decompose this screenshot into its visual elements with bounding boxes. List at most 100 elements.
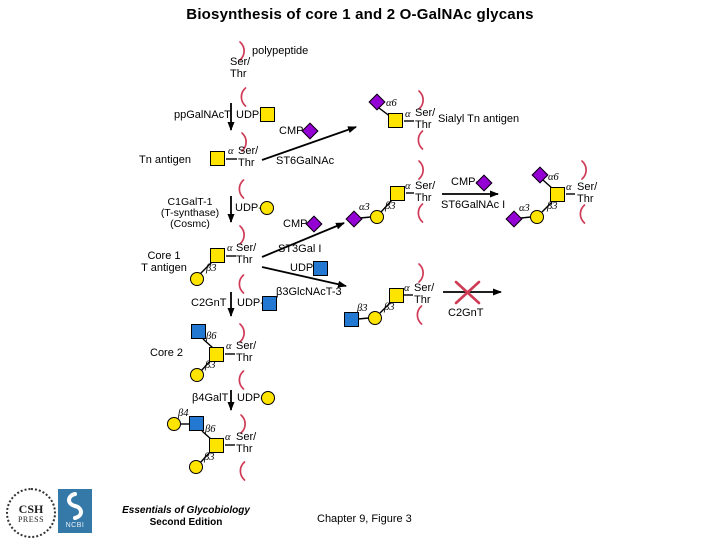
thr-line: Thr (236, 351, 253, 364)
core1-line2: T antigen (141, 261, 187, 274)
enzyme-st3gal-i-label: ST3Gal I (278, 243, 322, 255)
linkage-beta6-label: β6 (205, 424, 216, 435)
linkage-beta3-label: β3 (357, 303, 368, 314)
blocked-x-icon (454, 280, 481, 305)
gal-icon (190, 368, 204, 382)
ser-line: Ser/ (230, 56, 251, 68)
udp-label: UDP- (290, 262, 317, 274)
ser-thr-label: Ser/ Thr (415, 107, 436, 131)
gal-icon (260, 201, 274, 215)
c1galt1-line3: (Cosmc) (170, 218, 210, 230)
galnac-icon (209, 438, 224, 453)
ser-line: Ser/ (577, 181, 598, 193)
ser-line: Ser/ (238, 145, 259, 157)
enzyme-st6galnac-i-label: ST6GalNAc I (441, 199, 506, 211)
cmp-label: CMP- (283, 218, 312, 230)
book-title: Essentials of Glycobiology (122, 505, 250, 516)
ser-line: Ser/ (415, 180, 436, 192)
glcnac-icon (344, 312, 359, 327)
linkage-beta3-label: β3 (384, 302, 395, 313)
galnac-icon (389, 288, 404, 303)
ser-line: Ser/ (236, 340, 257, 352)
enzyme-c1galt1-label: C1GalT-1 (T-synthase) (Cosmc) (156, 197, 224, 230)
thr-line: Thr (415, 118, 432, 131)
figure-caption: Chapter 9, Figure 3 (317, 513, 412, 525)
glcnac-icon (189, 416, 204, 431)
blocked-x-icon (454, 280, 481, 305)
neu5ac-icon (345, 210, 363, 228)
ser-thr-label: Ser/ Thr (577, 181, 598, 205)
core1-t-antigen-label: Core 1 T antigen (140, 250, 188, 274)
ncbi-logo: NCBI (58, 489, 92, 533)
csh-press-text: PRESS (17, 514, 45, 524)
udp-label: UDP- (237, 392, 264, 404)
gal-icon (261, 391, 275, 405)
linkage-alpha-label: α (228, 146, 234, 157)
glcnac-icon (262, 296, 277, 311)
gal-icon (190, 272, 204, 286)
enzyme-c2gnt-blocked-label: C2GnT (448, 307, 484, 319)
ser-line: Ser/ (236, 242, 257, 254)
cmp-label: CMP- (451, 176, 480, 188)
linkage-beta3-label: β3 (547, 201, 558, 212)
sialyl-tn-antigen-label: Sialyl Tn antigen (438, 113, 520, 125)
page-title: Biosynthesis of core 1 and 2 O-GalNAc gl… (186, 6, 534, 23)
galnac-icon (260, 107, 275, 122)
enzyme-c2gnt-label: C2GnT (191, 297, 227, 309)
ser-thr-label: Ser/ Thr (236, 242, 257, 266)
thr-line: Thr (415, 191, 432, 204)
thr-line: Thr (236, 253, 253, 266)
linkage-beta3-label: β3 (206, 263, 217, 274)
ser-line: Ser/ (414, 282, 435, 294)
linkage-alpha6-label: α6 (386, 98, 397, 109)
linkage-alpha-label: α (566, 182, 572, 193)
galnac-icon (210, 248, 225, 263)
ser-line: Ser/ (415, 107, 436, 119)
polypeptide-label: polypeptide (252, 45, 309, 57)
polypeptide-squiggle-icon (239, 461, 246, 481)
ser-thr-label: Ser/ Thr (414, 282, 435, 306)
linkage-beta3-label: β3 (205, 360, 216, 371)
udp-label: UDP- (237, 297, 264, 309)
csh-logo-text: CSH (18, 501, 44, 516)
thr-line: Thr (236, 442, 253, 455)
c1galt1-line2: (T-synthase) (160, 207, 220, 219)
book-title-block: Essentials of Glycobiology Second Editio… (116, 505, 256, 528)
gal-icon (370, 210, 384, 224)
glcnac-icon (313, 261, 328, 276)
linkage-beta4-label: β4 (178, 408, 189, 419)
ser-line: Ser/ (236, 431, 257, 443)
udp-label: UDP- (236, 109, 263, 121)
galnac-icon (210, 151, 225, 166)
enzyme-b4galt-label: β4GalT (192, 392, 229, 404)
neu5ac-icon (368, 93, 386, 111)
galnac-icon (390, 186, 405, 201)
polypeptide-squiggle-icon (418, 160, 424, 180)
linkage-alpha3-label: α3 (519, 203, 530, 214)
book-edition: Second Edition (149, 516, 223, 528)
polypeptide-squiggle-icon (416, 305, 423, 325)
linkage-beta3-label: β3 (204, 452, 215, 463)
ser-thr-label: Ser/ Thr (415, 180, 436, 204)
cmp-label: CMP- (279, 125, 308, 137)
ncbi-logo-text: NCBI (65, 522, 85, 529)
glcnac-icon (191, 324, 206, 339)
gal-icon (368, 311, 382, 325)
linkage-alpha6-label: α6 (548, 172, 559, 183)
ser-thr-label: Ser/ Thr (238, 145, 259, 169)
enzyme-ppgalnact-label: ppGalNAcT (174, 109, 231, 121)
linkage-alpha3-label: α3 (359, 202, 370, 213)
polypeptide-squiggle-icon (240, 87, 247, 107)
gal-icon (530, 210, 544, 224)
core2-label: Core 2 (150, 347, 184, 359)
linkage-alpha-label: α (405, 109, 411, 120)
linkage-beta3-label: β3 (385, 201, 396, 212)
ncbi-dna-icon (67, 492, 83, 520)
polypeptide-squiggle-icon (417, 203, 424, 223)
thr-line: Thr (238, 156, 255, 169)
polypeptide-squiggle-icon (238, 370, 245, 390)
thr-line: Thr (577, 192, 594, 205)
neu5ac-icon (531, 166, 549, 184)
